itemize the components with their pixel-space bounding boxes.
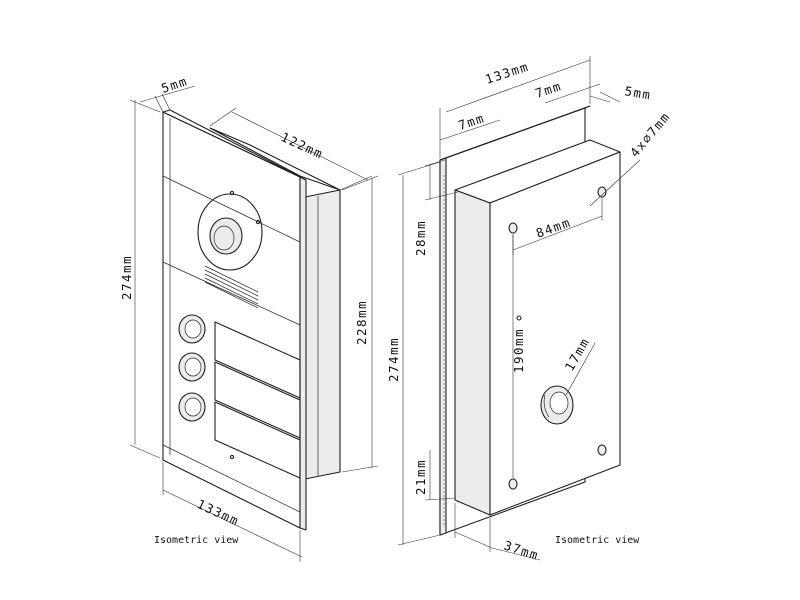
dim-left-width — [162, 462, 303, 562]
caption-right: Isometric view — [555, 535, 640, 546]
dim-bottom-offset — [424, 450, 457, 501]
camera-housing — [197, 193, 263, 271]
dim-top-offset — [424, 159, 459, 201]
front-isometric-view: 274mm 228mm 122mm 5mm 133mm Iso — [119, 73, 379, 562]
label-left-flange: 5mm — [159, 73, 189, 96]
label-hole-spacing-v: 190mm — [511, 328, 526, 373]
label-left-width: 133mm — [195, 496, 242, 529]
dim-left-depth — [209, 107, 373, 191]
camera-lens — [209, 217, 243, 255]
label-right-margin-r: 7mm — [533, 78, 563, 101]
call-button-1 — [178, 314, 206, 344]
box-side-face — [454, 189, 491, 516]
label-right-flange: 5mm — [623, 83, 652, 102]
indicator-dot — [229, 190, 235, 196]
dim-depth — [454, 503, 541, 561]
dim-right-flange — [589, 91, 621, 103]
label-right-height: 274mm — [386, 337, 401, 382]
speaker-grille — [204, 265, 259, 309]
cable-entry — [540, 385, 574, 425]
dim-left-inner-height — [341, 175, 379, 473]
label-left-height: 274mm — [119, 255, 134, 300]
name-plate-2 — [214, 361, 301, 439]
caption-left: Isometric view — [154, 535, 239, 546]
label-left-inner-height: 228mm — [354, 300, 369, 345]
label-top-offset: 28mm — [413, 220, 428, 256]
mount-hole-3 — [508, 478, 518, 490]
label-right-width: 133mm — [483, 59, 531, 87]
dim-left-flange — [139, 85, 196, 113]
mount-hole-1 — [508, 222, 518, 234]
dim-right-margin-r — [544, 83, 601, 104]
dim-right-margin-l — [439, 119, 501, 141]
mount-hole-4 — [597, 444, 607, 456]
rear-isometric-view: 133mm 7mm 5mm 7mm 4x∅7mm 84mm — [386, 56, 673, 563]
name-plate-3 — [214, 401, 301, 479]
dim-right-height — [397, 161, 441, 546]
box-back-face — [489, 151, 621, 516]
label-bottom-offset: 21mm — [413, 459, 428, 495]
mount-hole-2 — [597, 186, 607, 198]
label-left-depth: 122mm — [279, 129, 326, 162]
call-button-3 — [178, 392, 206, 422]
call-button-2 — [178, 352, 206, 382]
label-holes: 4x∅7mm — [627, 109, 673, 160]
name-plate-1 — [214, 321, 301, 399]
dim-left-height — [129, 99, 161, 459]
label-depth: 37mm — [502, 538, 541, 563]
